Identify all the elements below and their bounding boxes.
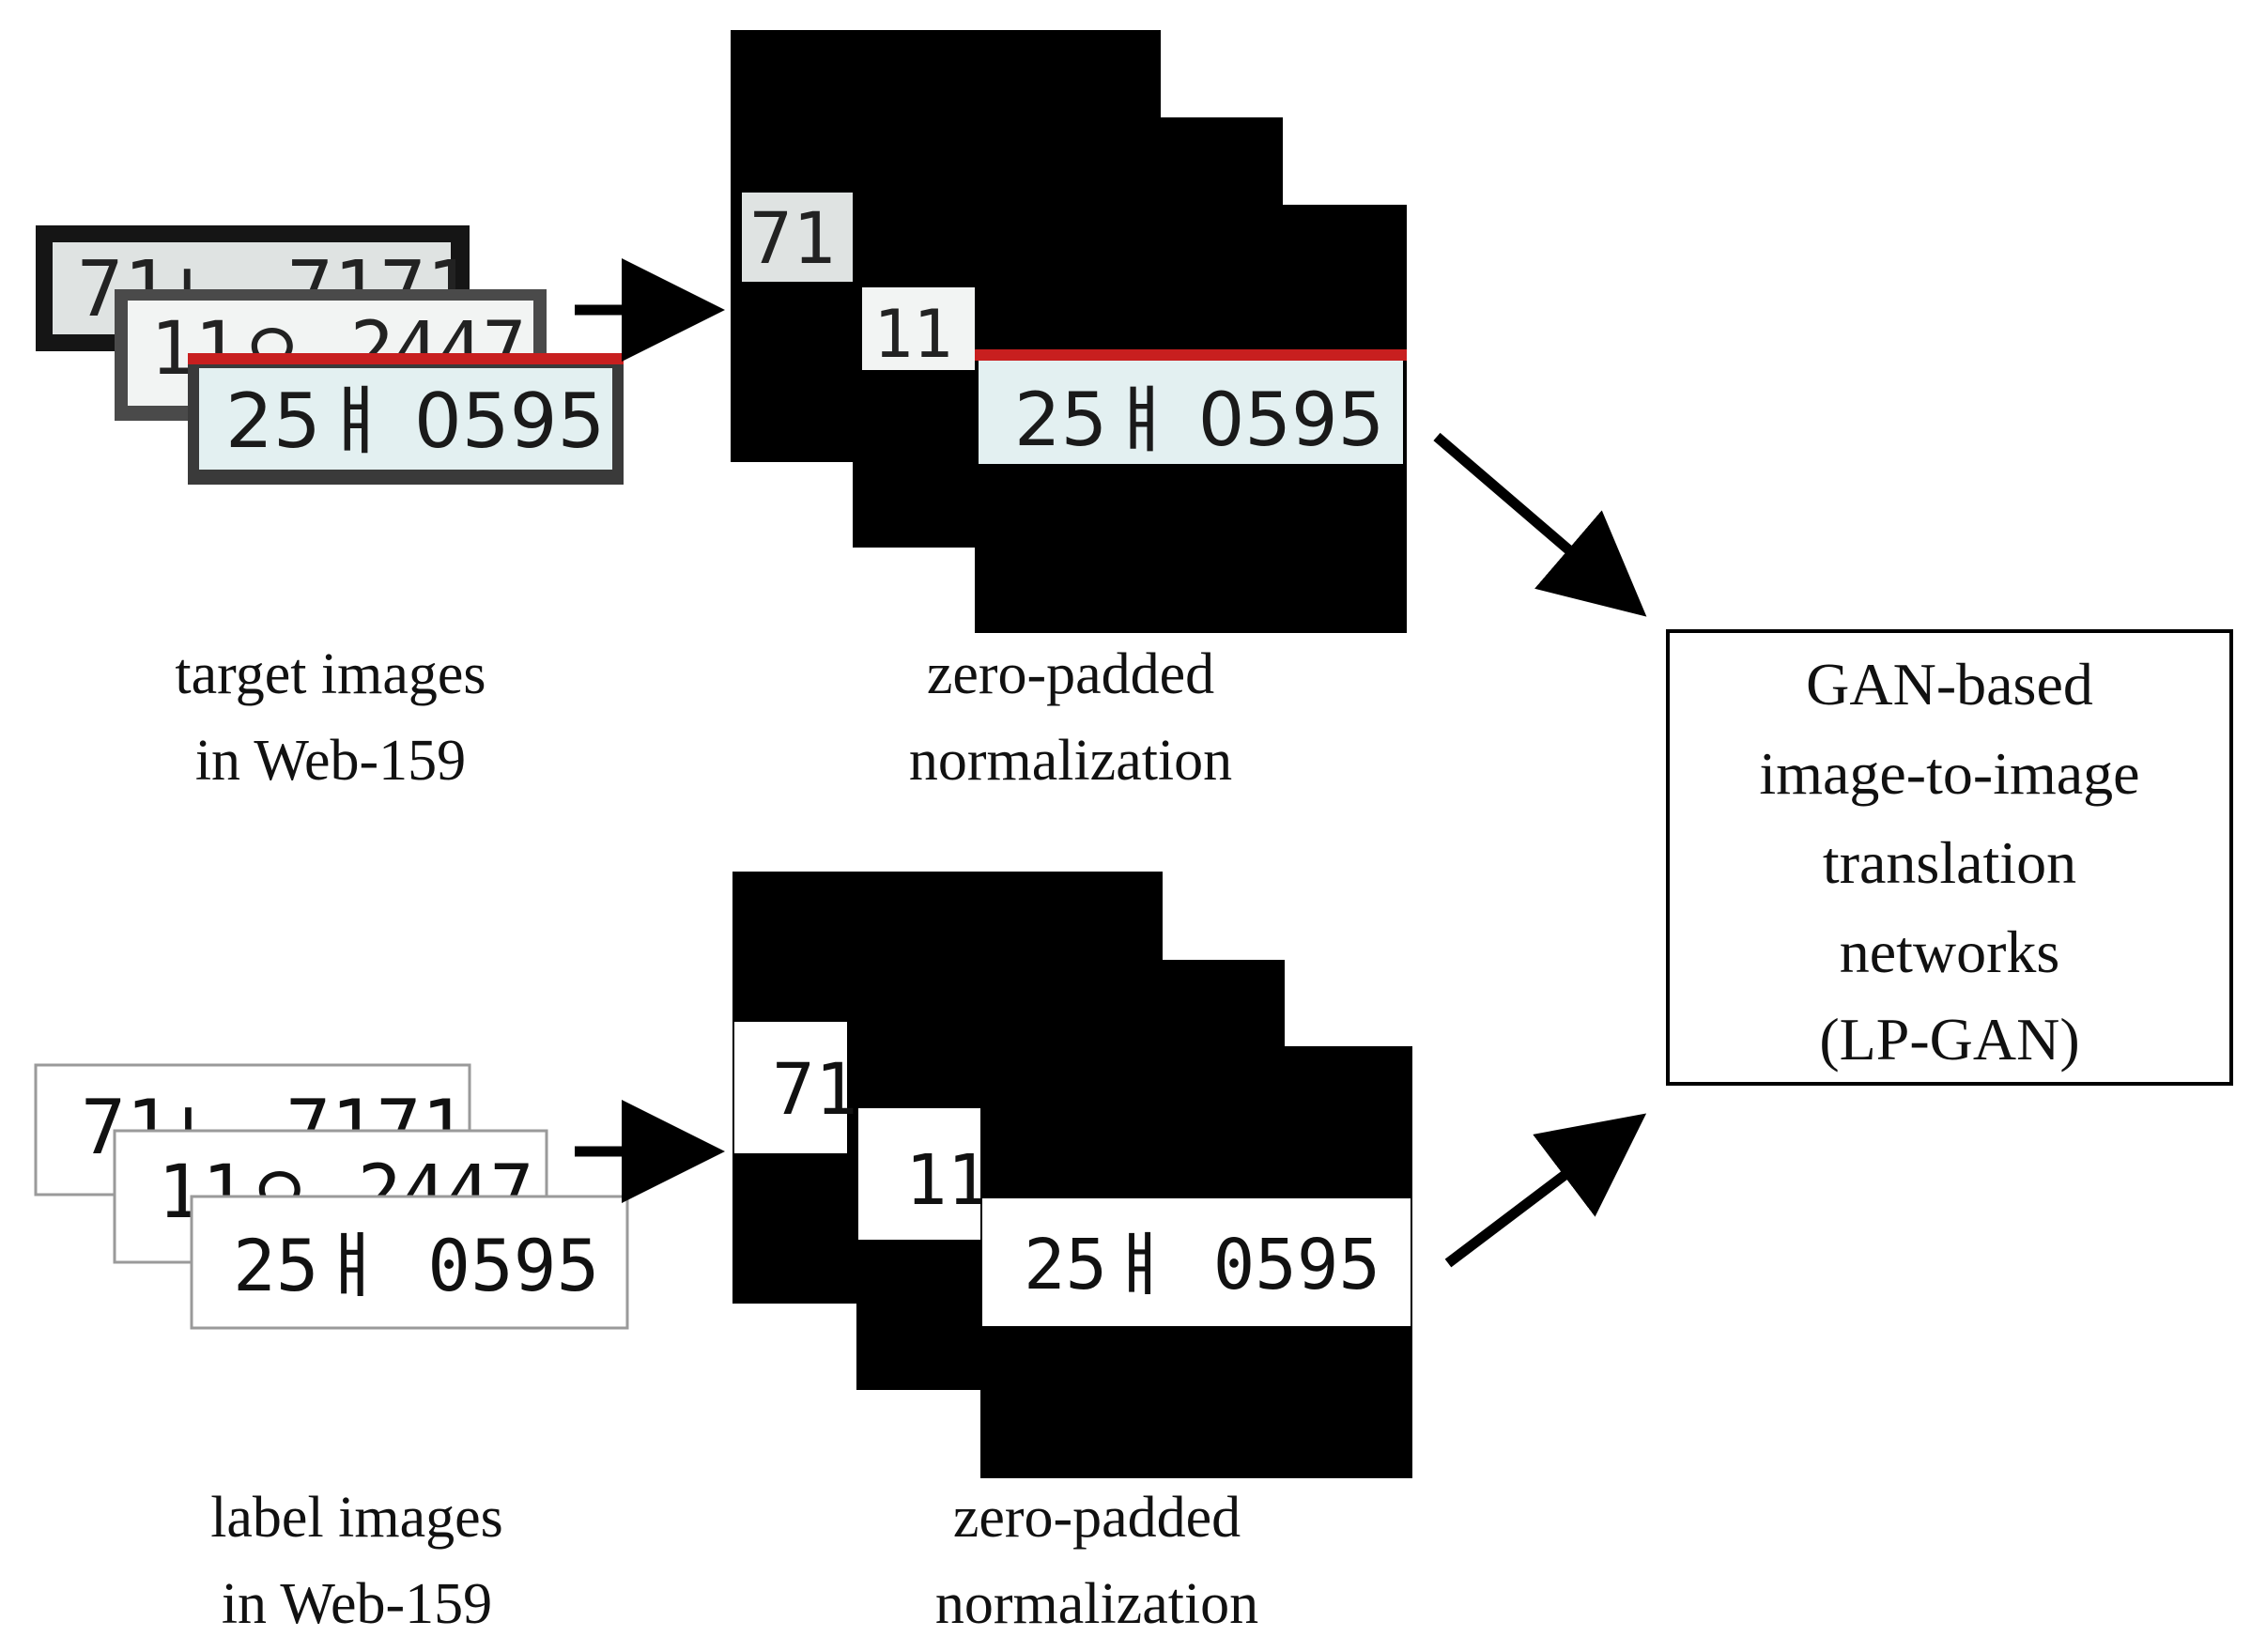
gan-line-3: translation [1823, 829, 2076, 896]
label-norm-square-front: 25ㅒ 0595 [980, 1046, 1412, 1478]
gan-line-2: image-to-image [1759, 740, 2139, 807]
target-normalization-stack: 71 11 25ㅒ 0595 [731, 30, 1407, 633]
label-norm-front-text: 25ㅒ 0595 [1024, 1225, 1380, 1305]
caption-target-images: target images in Web-159 [175, 642, 486, 793]
target-images-stack: 71ㄴ 7171 11ㅇ 2447 25ㅒ 0595 [36, 225, 624, 485]
caption-label-normalization: zero-padded normalization [935, 1486, 1258, 1636]
caption-label-line1: label images [210, 1486, 503, 1550]
label-images-stack: 71ㄴ 7171 11ㅇ 2447 25ㅒ 0595 [34, 1063, 629, 1330]
label-normalization-stack: 71 11 25ㅒ 0595 [732, 872, 1412, 1478]
gan-line-1: GAN-based [1806, 651, 2093, 718]
label-plate-front-text: 25ㅒ 0595 [233, 1224, 599, 1307]
caption-label-images: label images in Web-159 [210, 1486, 503, 1636]
target-plate-front: 25ㅒ 0595 [188, 353, 624, 485]
caption-target-line2: in Web-159 [195, 729, 466, 793]
caption-target-norm-line2: normalization [909, 729, 1232, 793]
target-norm-square-front: 25ㅒ 0595 [975, 205, 1407, 633]
label-norm-middle-text: 11 [905, 1140, 989, 1221]
caption-label-line2: in Web-159 [222, 1572, 492, 1636]
arrow-target-norm-to-gan [1433, 432, 1647, 617]
target-plate-front-text: 25ㅒ 0595 [225, 378, 605, 465]
caption-label-norm-line2: normalization [935, 1572, 1258, 1636]
label-plate-front: 25ㅒ 0595 [190, 1195, 629, 1330]
gan-line-4: networks [1840, 919, 2060, 985]
label-norm-back-text: 71 [772, 1047, 858, 1131]
target-norm-middle-text: 11 [873, 296, 952, 373]
caption-target-line1: target images [175, 642, 486, 706]
caption-target-norm-line1: zero-padded [927, 642, 1214, 706]
arrow-label-norm-to-gan [1444, 1113, 1647, 1268]
caption-label-norm-line1: zero-padded [953, 1486, 1241, 1550]
gan-line-5: (LP-GAN) [1819, 1006, 2079, 1073]
caption-target-normalization: zero-padded normalization [909, 642, 1232, 793]
gan-box: GAN-based image-to-image translation net… [1666, 629, 2233, 1086]
target-norm-front-text: 25ㅒ 0595 [1014, 378, 1384, 463]
target-norm-back-text: 71 [749, 196, 836, 280]
